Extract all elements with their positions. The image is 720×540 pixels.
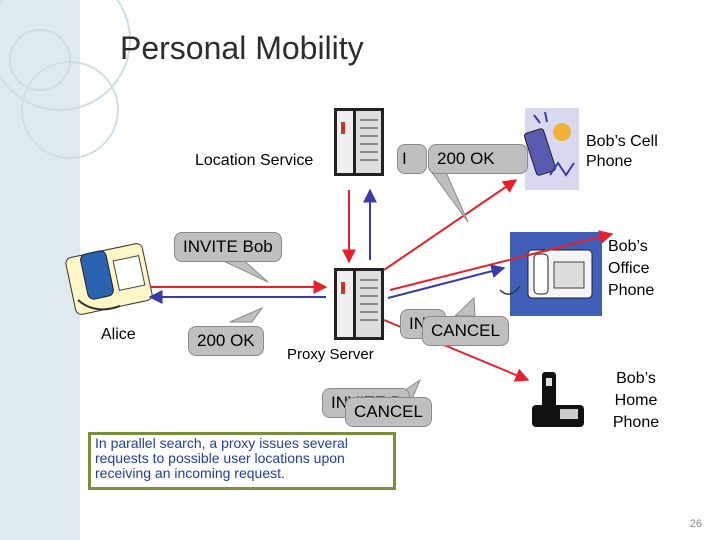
arrow-proxy-to-office-red xyxy=(389,230,614,291)
cancel-office-callout: CANCEL xyxy=(422,316,509,346)
alice-label: Alice xyxy=(101,326,136,343)
bob-office-label: Bob’s Office Phone xyxy=(608,238,655,299)
server-icon xyxy=(334,268,384,340)
home-phone-icon xyxy=(532,372,584,427)
decorative-circles xyxy=(0,0,131,159)
office-phone-icon xyxy=(499,232,602,316)
ok-alice-callout: 200 OK xyxy=(188,326,264,356)
bob-cell-label: Bob’s Cell Phone xyxy=(586,133,658,170)
cancel-home-callout: CANCEL xyxy=(345,397,432,427)
telephone-icon xyxy=(65,243,153,315)
bob-home-label: Bob’s Home Phone xyxy=(612,370,660,431)
cell-phone-icon xyxy=(523,108,579,190)
arrow-proxy-to-cell xyxy=(383,179,518,271)
invite-callout-partial: I xyxy=(397,144,427,174)
page-title: Personal Mobility xyxy=(120,30,364,66)
ok-callout: 200 OK xyxy=(428,144,528,174)
location-service-label: Location Service xyxy=(195,152,314,169)
page-number: 26 xyxy=(689,518,702,530)
server-icon xyxy=(334,108,384,176)
arrow-proxy-to-office-blue xyxy=(387,264,506,299)
invite-bob-callout: INVITE Bob xyxy=(174,232,282,262)
parallel-search-note: In parallel search, a proxy issues sever… xyxy=(88,432,396,490)
proxy-server-label: Proxy Server xyxy=(287,346,374,363)
